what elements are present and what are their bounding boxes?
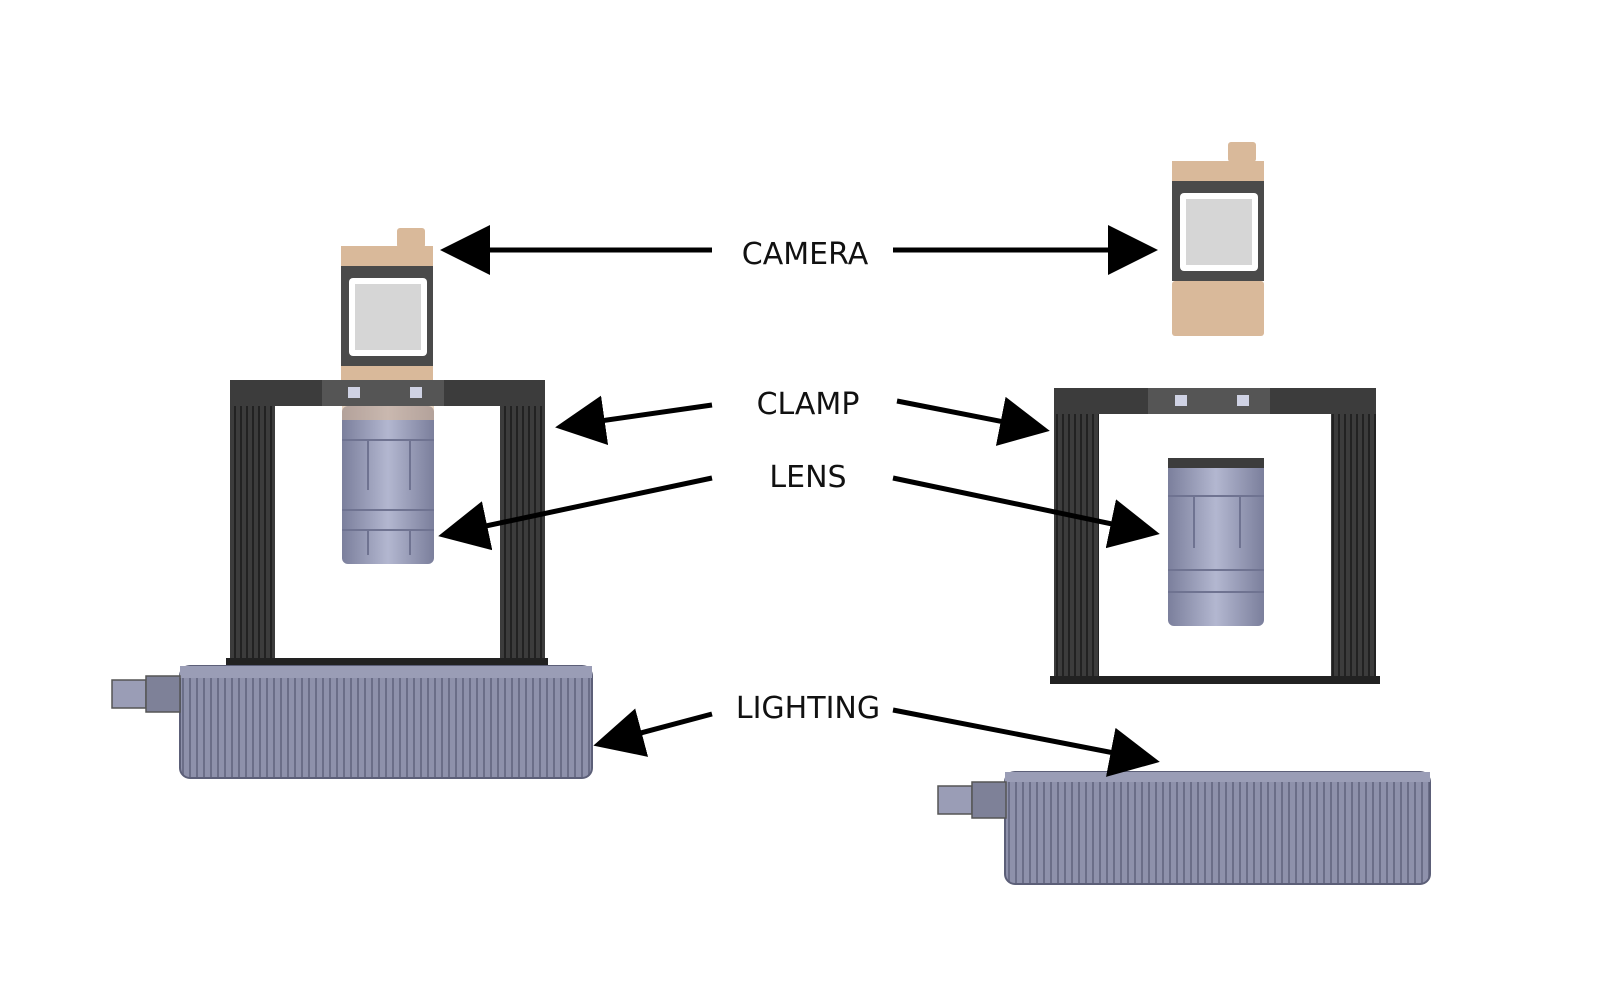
lighting-right-arrow [892,707,1160,777]
right-camera [1172,142,1264,336]
clamp-right-arrow [896,396,1050,446]
right-clamp [1050,388,1380,684]
lens-left-arrow [438,475,713,551]
left-lighting [111,665,593,779]
clamp-label: CLAMP [757,387,860,422]
clamp-left-arrow [555,395,713,446]
left-assembly [111,228,593,779]
left-lens [342,406,434,564]
right-assembly [937,142,1431,885]
right-lighting [937,771,1431,885]
lighting-label: LIGHTING [736,691,880,726]
callout-arrows [438,225,1160,777]
lighting-left-arrow [593,708,713,757]
camera-label: CAMERA [742,237,869,272]
left-camera [341,228,433,380]
lens-right-arrow [892,475,1160,549]
left-clamp [226,380,548,666]
right-lens [1168,458,1264,626]
lens-label: LENS [769,460,846,495]
